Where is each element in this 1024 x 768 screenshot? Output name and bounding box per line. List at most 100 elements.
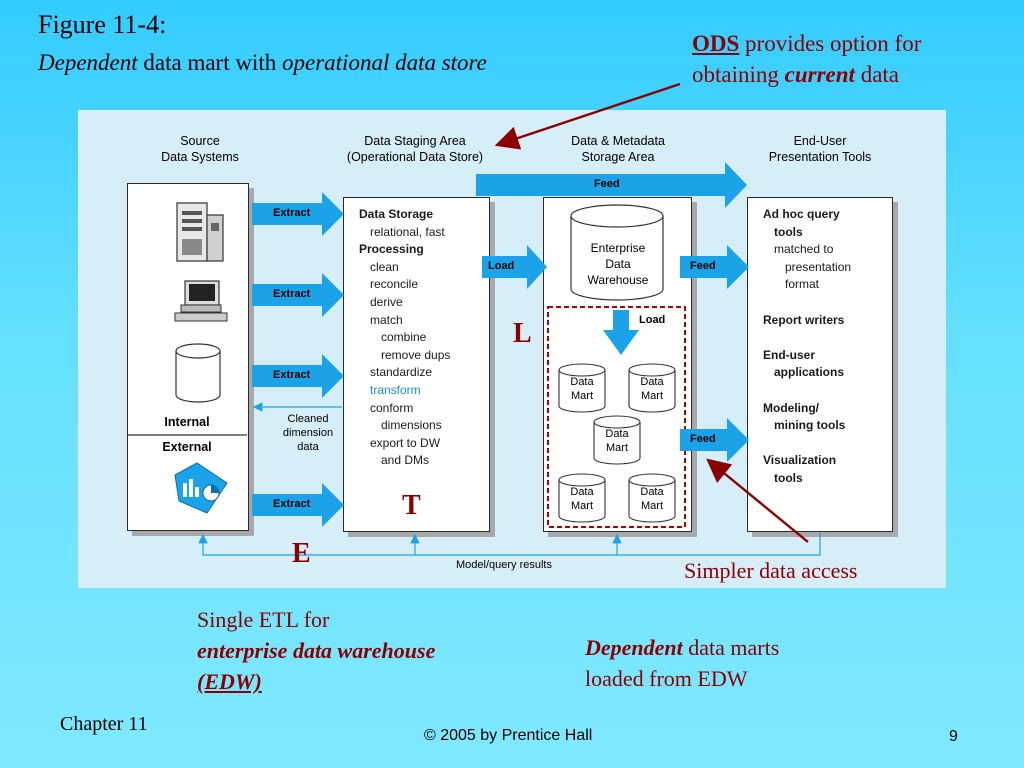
staging-list-item: combine (381, 330, 427, 345)
ods-note-current: current (784, 62, 855, 87)
server-icon (176, 202, 224, 262)
model-query-label: Model/query results (456, 559, 552, 571)
header-staging: Data Staging Area(Operational Data Store… (346, 134, 484, 164)
staging-list-item: relational, fast (370, 224, 445, 239)
ods-note-text3: data (854, 62, 899, 87)
slide-subtitle: Dependent data mart with operational dat… (38, 50, 487, 76)
enduser-list-item: format (785, 277, 820, 292)
extract-arrow-3 (252, 354, 344, 398)
enduser-list: Ad hoc query tools matched to presentation f… (763, 206, 851, 488)
dependent-note: Dependent data marts loaded from EDW (585, 635, 780, 691)
letter-L: L (513, 318, 532, 349)
slide-title: Figure 11-4: (38, 10, 167, 39)
footer-copyright: © 2005 by Prentice Hall (424, 727, 593, 744)
pc-icon (174, 280, 228, 322)
external-data-icon (174, 462, 228, 514)
subtitle-ods: operational data store (282, 50, 487, 75)
data-mart-cylinder-icon (558, 473, 606, 523)
ods-pointer-arrow (494, 82, 681, 150)
ods-note: ODS provides option for obtaining curren… (692, 28, 921, 90)
ods-note-text2: obtaining (692, 62, 785, 87)
data-mart-cylinder-icon (628, 473, 676, 523)
feed-label-top: Feed (594, 178, 620, 190)
enduser-list-item: mining tools (774, 418, 846, 433)
staging-list-item: reconcile (370, 277, 419, 292)
internal-label: Internal (164, 415, 210, 429)
enduser-list-item: Visualization (763, 453, 837, 468)
extract-label-2: Extract (273, 288, 311, 300)
external-label: External (162, 440, 212, 454)
load-label-inner: Load (639, 314, 666, 326)
source-icons (127, 202, 247, 514)
staging-list-item: Data Storage (359, 207, 434, 221)
extract-label-4: Extract (273, 498, 311, 510)
extract-arrow-2 (252, 273, 344, 317)
staging-list-item: match (370, 312, 403, 327)
staging-list-item: conform (370, 400, 414, 415)
feed-label-mid: Feed (690, 260, 716, 272)
edw-cylinder-icon (570, 204, 664, 301)
staging-list-item: export to DW (370, 435, 441, 450)
staging-box (343, 197, 490, 532)
subtitle-mid: data mart with (137, 50, 282, 75)
extract-label-3: Extract (273, 369, 311, 381)
feed-arrow-mid (680, 245, 749, 289)
footer-page: 9 (949, 728, 958, 745)
simpler-note: Simpler data access (684, 558, 858, 583)
database-icon (175, 343, 221, 403)
feed-arrow-top (476, 162, 747, 208)
simpler-pointer-arrow (706, 458, 809, 543)
enduser-box (747, 197, 893, 532)
model-query-lines (198, 533, 821, 556)
staging-list-item: clean (370, 259, 399, 274)
staging-list-item: derive (370, 294, 403, 309)
staging-list-item: remove dups (381, 347, 451, 362)
staging-list-item: transform (370, 382, 421, 397)
enduser-list-item: tools (774, 470, 803, 485)
enduser-list-item: tools (774, 224, 803, 239)
letter-T: T (402, 490, 421, 521)
enduser-list-item: applications (774, 365, 845, 380)
staging-list-item: and DMs (381, 453, 430, 468)
staging-list-item: standardize (370, 365, 433, 380)
load-down-arrow (603, 310, 639, 355)
enduser-list-item: End-user (763, 347, 816, 362)
feed-label-low: Feed (690, 433, 716, 445)
etl-note: Single ETL for enterprise data warehouse… (197, 607, 436, 694)
subtitle-dependent: Dependent (38, 50, 138, 75)
storage-graphics (547, 204, 686, 528)
ods-note-text1: provides option for (739, 31, 922, 56)
datamart-dashed-box (547, 306, 686, 528)
enduser-list-item: matched to (774, 242, 834, 257)
data-mart-cylinder-icon (558, 363, 606, 413)
extract-label-1: Extract (273, 207, 311, 219)
extract-arrow-4 (252, 483, 344, 527)
load-arrow (482, 245, 547, 289)
staging-list-item: dimensions (381, 418, 442, 433)
ods-note-ods: ODS (692, 31, 740, 56)
letter-E: E (292, 538, 311, 569)
load-label: Load (488, 260, 515, 272)
enduser-list-item: Report writers (763, 312, 845, 327)
feed-arrow-low (680, 418, 749, 462)
extract-arrow-1 (252, 192, 344, 236)
footer-chapter: Chapter 11 (60, 713, 148, 735)
data-mart-cylinder-icon (593, 415, 641, 465)
staging-list-item: Processing (359, 242, 424, 257)
enduser-list-item: presentation (785, 259, 852, 274)
enduser-list-item: Modeling/ (763, 400, 819, 415)
enduser-list-item: Ad hoc query (763, 207, 840, 221)
data-mart-cylinder-icon (628, 363, 676, 413)
